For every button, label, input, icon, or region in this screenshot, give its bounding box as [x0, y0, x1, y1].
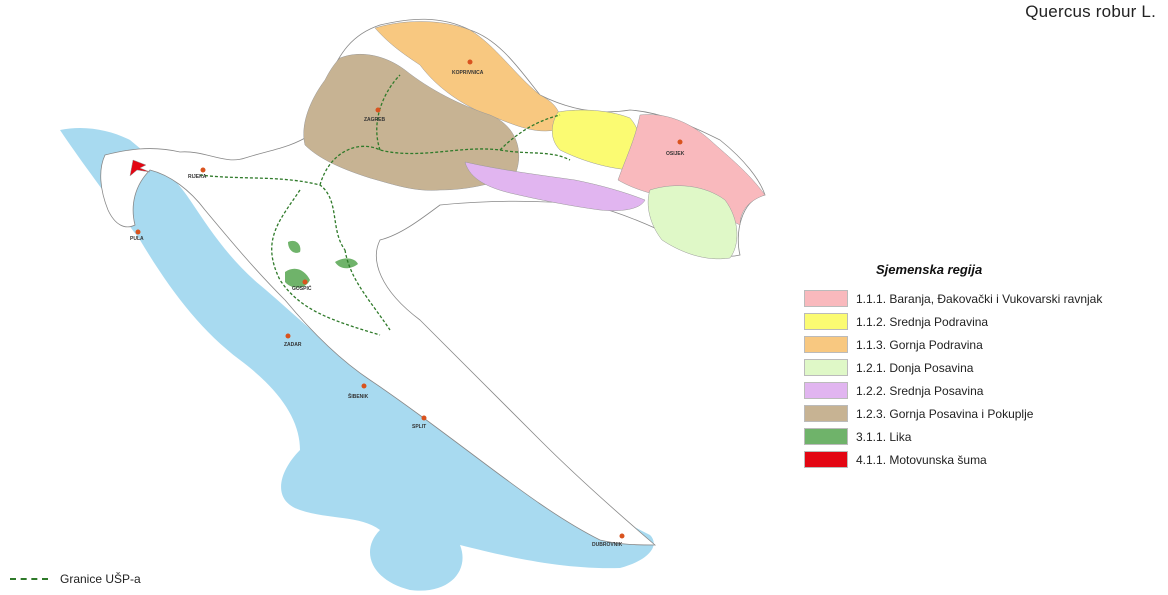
legend-label: 1.1.2. Srednja Podravina	[856, 314, 989, 329]
city-label-dubrovnik: DUBROVNIK	[592, 542, 623, 548]
city-label-osijek: OSIJEK	[666, 151, 685, 157]
usp-borders	[199, 74, 571, 336]
city-marker-pula	[135, 229, 141, 235]
legend-label: 1.2.3. Gornja Posavina i Pokuplje	[856, 406, 1034, 421]
region-gornja-posavina	[303, 53, 520, 191]
legend-label: 1.1.1. Baranja, Đakovački i Vukovarski r…	[856, 291, 1103, 306]
legend-swatch	[804, 336, 848, 353]
city-label-sibenik: ŠIBENIK	[348, 392, 369, 400]
city-marker-osijek	[677, 139, 683, 145]
region-lika-2	[288, 240, 301, 253]
city-markers: KOPRIVNICA ZAGREB OSIJEK RIJEKA PULA GOS…	[130, 59, 685, 548]
species-title: Quercus robur L.	[1025, 2, 1156, 21]
legend-items: 1.1.1. Baranja, Đakovački i Vukovarski r…	[804, 287, 1164, 471]
region-donja-posavina	[647, 185, 738, 260]
border-legend-label: Granice UŠP-a	[60, 572, 141, 586]
city-label-split: SPLIT	[412, 424, 426, 430]
city-label-koprivnica: KOPRIVNICA	[452, 70, 484, 76]
region-motovunska-suma	[129, 159, 151, 177]
city-marker-dubrovnik	[619, 533, 625, 539]
legend-label: 1.1.3. Gornja Podravina	[856, 337, 983, 352]
city-marker-zadar	[285, 333, 291, 339]
legend-item: 1.2.3. Gornja Posavina i Pokuplje	[804, 402, 1164, 425]
legend-swatch	[804, 359, 848, 376]
legend-label: 1.2.1. Donja Posavina	[856, 360, 974, 375]
legend-item: 1.2.1. Donja Posavina	[804, 356, 1164, 379]
city-marker-rijeka	[200, 167, 206, 173]
city-marker-gospic	[302, 279, 308, 285]
city-label-rijeka: RIJEKA	[188, 174, 207, 180]
city-label-pula: PULA	[130, 236, 144, 242]
legend-item: 1.1.3. Gornja Podravina	[804, 333, 1164, 356]
city-label-gospic: GOSPIĆ	[292, 284, 312, 292]
region-lika-3	[335, 258, 358, 269]
legend-swatch	[804, 382, 848, 399]
legend-swatch	[804, 405, 848, 422]
legend-swatch	[804, 290, 848, 307]
legend-swatch	[804, 428, 848, 445]
region-srednja-posavina	[464, 161, 646, 211]
legend-item: 3.1.1. Lika	[804, 425, 1164, 448]
legend-item: 1.1.1. Baranja, Đakovački i Vukovarski r…	[804, 287, 1164, 310]
city-marker-split	[421, 415, 427, 421]
legend-swatch	[804, 451, 848, 468]
city-label-zagreb: ZAGREB	[364, 117, 386, 123]
dashed-line-icon	[10, 578, 48, 580]
legend-title: Sjemenska regija	[876, 262, 983, 277]
legend: Sjemenska regija 1.1.1. Baranja, Đakovač…	[804, 262, 1164, 471]
legend-item: 1.2.2. Srednja Posavina	[804, 379, 1164, 402]
region-baranja	[617, 114, 766, 226]
city-marker-sibenik	[361, 383, 367, 389]
legend-label: 3.1.1. Lika	[856, 429, 912, 444]
legend-label: 4.1.1. Motovunska šuma	[856, 452, 987, 467]
legend-item: 1.1.2. Srednja Podravina	[804, 310, 1164, 333]
city-marker-zagreb	[375, 107, 381, 113]
city-label-zadar: ZADAR	[284, 342, 302, 348]
legend-label: 1.2.2. Srednja Posavina	[856, 383, 984, 398]
legend-swatch	[804, 313, 848, 330]
legend-item: 4.1.1. Motovunska šuma	[804, 448, 1164, 471]
city-marker-koprivnica	[467, 59, 473, 65]
border-legend: Granice UŠP-a	[10, 572, 141, 586]
